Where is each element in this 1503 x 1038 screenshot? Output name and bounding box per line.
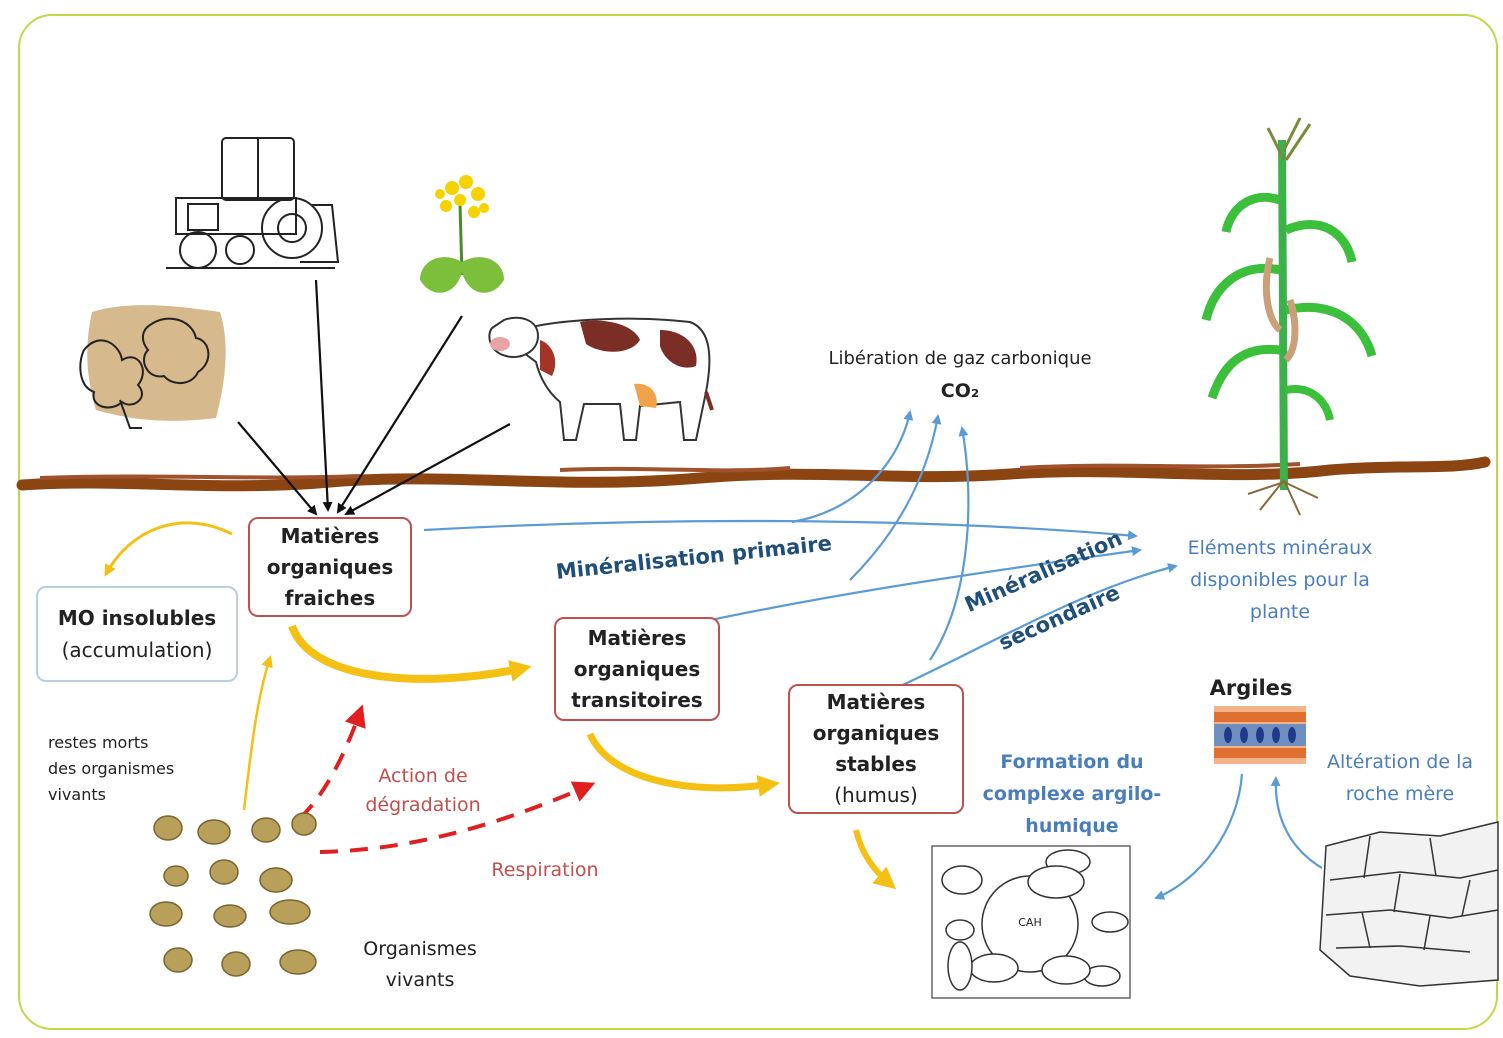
humus-label: (humus): [834, 783, 918, 807]
insoluble-organic-matter-box: MO insolubles (accumulation): [36, 586, 238, 682]
fresh-organic-matter-box: Matières organiques fraiches: [248, 517, 412, 617]
soil-surface: [16, 456, 1491, 492]
available-minerals-label: Eléments minéraux disponibles pour la pl…: [1187, 537, 1373, 623]
insoluble-om-title: MO insolubles: [57, 606, 217, 630]
co2-release-label: Libération de gaz carbonique: [828, 348, 1092, 369]
bedrock-weathering-label: Altération de la roche mère: [1326, 751, 1474, 805]
red-arrows: [298, 704, 596, 854]
rapeseed-flower-icon: [420, 175, 504, 293]
accumulation-label: (accumulation): [61, 638, 213, 662]
stable-organic-matter-box: Matières organiques stables (humus): [788, 684, 964, 814]
clay-humus-formation-label: Formation du complexe argilo- humique: [982, 751, 1162, 837]
clay-layers-icon: [1214, 706, 1306, 764]
soil-organisms-icon: [149, 812, 317, 977]
clay-humus-center-label: CAH: [1018, 916, 1042, 929]
input-arrows: [237, 279, 511, 516]
transitory-organic-matter-box: Matières organiques transitoires: [554, 617, 720, 721]
leaves-icon: [79, 305, 226, 429]
yellow-arrows: [104, 521, 897, 890]
corn-plant-icon: [1201, 117, 1377, 516]
dead-remains-label: restes morts des organismes vivants: [48, 733, 175, 804]
co2-label: CO₂: [940, 380, 980, 402]
degradation-action-label: Action de dégradation: [365, 765, 481, 816]
living-organisms-label: Organismes vivants: [363, 938, 477, 991]
blue-arrows: [423, 410, 1323, 900]
rock-wall-icon: [1319, 821, 1499, 987]
diagram-frame: [18, 14, 1498, 1030]
tractor-icon: [166, 137, 340, 269]
clays-label: Argiles: [1209, 676, 1293, 700]
stable-organic-matter-title: Matières organiques stables: [812, 690, 940, 776]
clay-humus-complex-icon: [931, 845, 1131, 999]
respiration-label: Respiration: [491, 859, 599, 881]
cow-icon: [488, 316, 714, 441]
